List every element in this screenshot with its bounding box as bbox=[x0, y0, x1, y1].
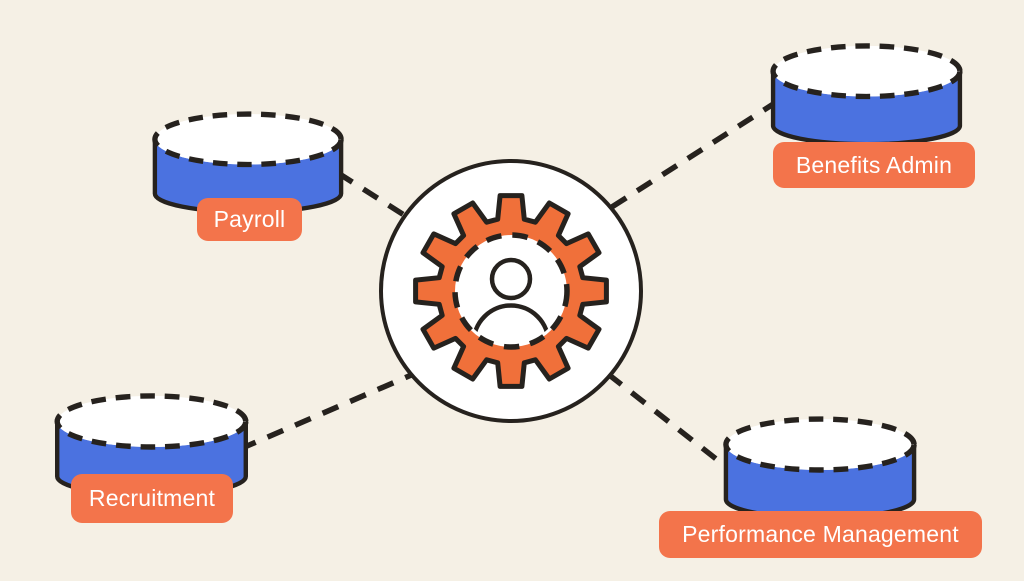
hr-system-hub bbox=[365, 145, 657, 437]
node-label-benefits-admin: Benefits Admin bbox=[773, 142, 975, 188]
node-label-performance-management: Performance Management bbox=[659, 511, 982, 558]
connector-hub-payroll bbox=[336, 170, 417, 225]
person-icon bbox=[471, 257, 551, 344]
database-cylinder-icon bbox=[723, 416, 917, 521]
connector-hub-performance-management bbox=[606, 371, 736, 476]
connector-hub-recruitment bbox=[238, 370, 418, 452]
connector-hub-benefits-admin bbox=[602, 98, 780, 215]
node-label-payroll: Payroll bbox=[197, 198, 302, 241]
gear-person-icon bbox=[379, 159, 643, 423]
database-node-performance-management bbox=[722, 415, 918, 525]
node-label-recruitment: Recruitment bbox=[71, 474, 233, 523]
database-cylinder-icon bbox=[770, 43, 963, 147]
database-node-benefits-admin bbox=[769, 42, 964, 151]
